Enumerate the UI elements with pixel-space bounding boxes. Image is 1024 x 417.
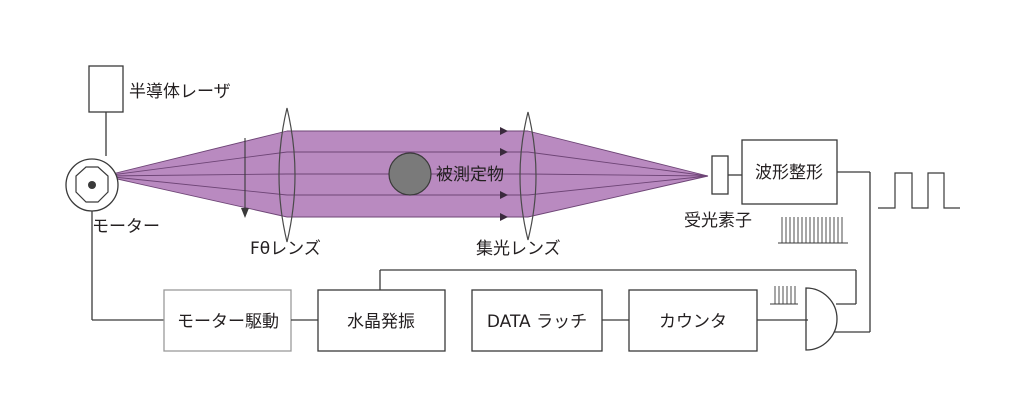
ftheta-lens [278,107,296,243]
scan-direction-arrow [241,138,249,218]
counter-label: カウンタ [659,312,727,332]
condenser-lens [519,111,537,241]
beam-converging [528,131,708,217]
measured-object [388,152,432,196]
ftheta-lens-label: Fθレンズ [250,239,321,259]
motor-drive-box [163,289,292,352]
motor-drive-label: モーター駆動 [177,312,279,332]
data-latch-label: DATA ラッチ [487,312,587,332]
motor-assembly [65,158,119,212]
laser-label: 半導体レーザ [129,82,231,102]
data-latch-box [471,289,603,352]
receiver-element [711,155,729,195]
beam-direction-arrows [500,127,508,221]
motor-label: モーター [92,217,160,237]
and-gate-icon [805,287,838,351]
gate-pulse-icon [770,286,798,305]
waveform-shaping-label: 波形整形 [755,163,823,183]
receiver-label: 受光素子 [684,211,752,231]
counter-box [628,289,758,352]
crystal-oscillator-box [317,289,446,352]
beam-diverging [104,131,287,217]
pulse-train-icon [778,217,848,244]
square-pulse-icon [878,172,960,209]
laser-box [88,65,124,113]
object-label: 被測定物 [436,165,504,185]
condenser-lens-label: 集光レンズ [476,239,561,259]
crystal-osc-label: 水晶発振 [347,312,415,332]
